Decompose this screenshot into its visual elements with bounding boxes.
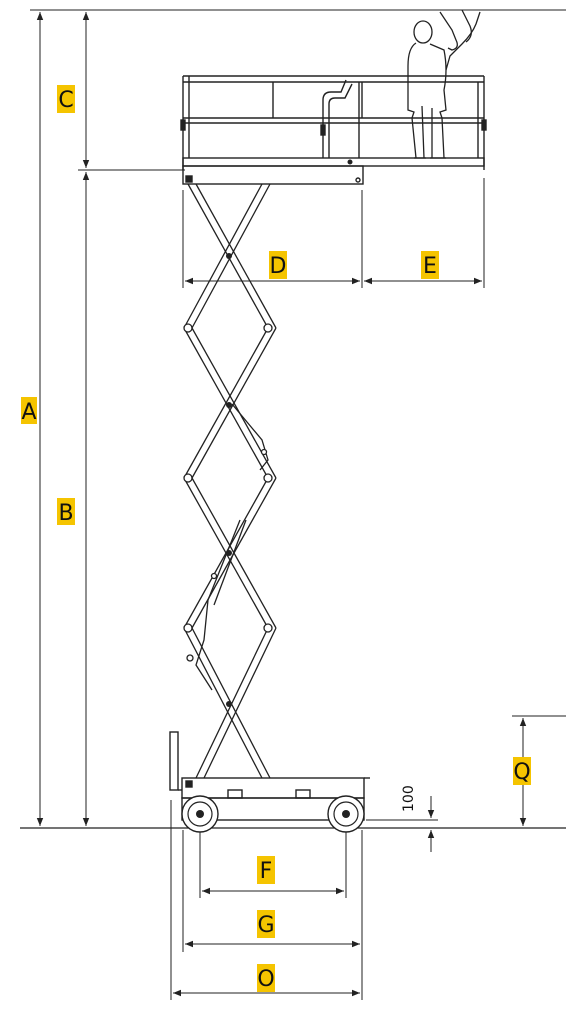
svg-text:E: E (423, 254, 437, 279)
label-f: F (257, 856, 275, 884)
label-e: E (421, 251, 439, 279)
svg-text:B: B (58, 501, 73, 526)
svg-text:D: D (270, 254, 287, 279)
label-o: O (257, 964, 275, 992)
ground-clearance-value: 100 (401, 785, 417, 812)
label-b: B (57, 498, 75, 526)
operator-figure (407, 9, 481, 159)
platform (180, 75, 487, 185)
svg-text:Q: Q (513, 760, 530, 785)
svg-text:C: C (58, 88, 73, 113)
label-c: C (57, 85, 75, 113)
scissor-arms (183, 183, 277, 779)
svg-text:O: O (257, 967, 274, 992)
rear-wheel (181, 795, 219, 833)
label-g: G (257, 910, 275, 938)
svg-text:F: F (260, 859, 273, 884)
front-wheel (327, 795, 365, 833)
label-d: D (269, 251, 287, 279)
scissor-center-pins (226, 253, 232, 707)
svg-text:A: A (21, 400, 36, 425)
scissor-pivots (183, 323, 273, 662)
label-q: Q (513, 757, 531, 785)
svg-text:G: G (257, 913, 274, 938)
label-a: A (21, 397, 37, 425)
